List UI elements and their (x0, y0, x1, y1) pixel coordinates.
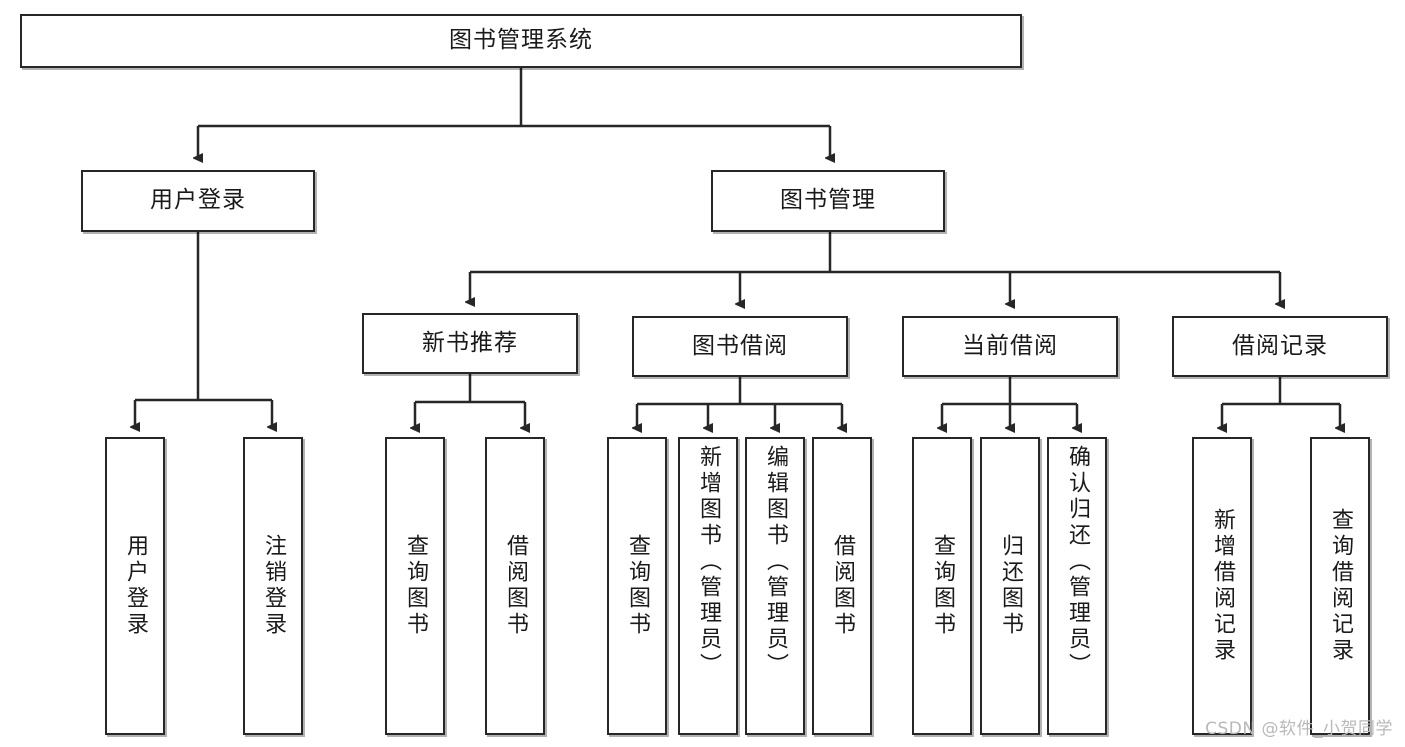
leaf-new-book-borrow-label: 借阅图书 (503, 534, 528, 638)
leaf-current-borrow-confirm[interactable]: 确认归还（管理员） (1047, 437, 1107, 735)
node-current-borrow-label: 当前借阅 (962, 332, 1058, 359)
leaf-new-book-query-label: 查询图书 (403, 534, 428, 638)
leaf-book-borrow-edit[interactable]: 编辑图书（管理员） (745, 437, 805, 735)
leaf-current-borrow-query-label: 查询图书 (930, 534, 955, 638)
leaf-current-borrow-confirm-label: 确认归还（管理员） (1065, 445, 1090, 679)
leaf-user-login-signin-label: 用户登录 (123, 534, 148, 638)
leaf-borrow-record-query-label: 查询借阅记录 (1328, 508, 1353, 664)
leaf-borrow-record-add-label: 新增借阅记录 (1210, 508, 1235, 664)
node-user-login[interactable]: 用户登录 (81, 170, 315, 232)
node-current-borrow[interactable]: 当前借阅 (902, 316, 1118, 377)
leaf-book-borrow-query-label: 查询图书 (625, 534, 650, 638)
leaf-current-borrow-return[interactable]: 归还图书 (980, 437, 1040, 735)
leaf-current-borrow-query[interactable]: 查询图书 (912, 437, 972, 735)
node-borrow-record-label: 借阅记录 (1232, 332, 1328, 359)
node-root-label: 图书管理系统 (449, 27, 593, 54)
node-new-book-recommend-label: 新书推荐 (422, 329, 518, 356)
leaf-user-login-signout[interactable]: 注销登录 (243, 437, 303, 735)
node-new-book-recommend[interactable]: 新书推荐 (362, 313, 578, 374)
node-book-borrow-label: 图书借阅 (692, 332, 788, 359)
node-book-management[interactable]: 图书管理 (711, 170, 945, 232)
leaf-new-book-borrow[interactable]: 借阅图书 (485, 437, 545, 735)
leaf-book-borrow-add[interactable]: 新增图书（管理员） (678, 437, 738, 735)
node-book-borrow[interactable]: 图书借阅 (632, 316, 848, 377)
leaf-borrow-record-add[interactable]: 新增借阅记录 (1192, 437, 1252, 735)
leaf-book-borrow-query[interactable]: 查询图书 (607, 437, 667, 735)
leaf-book-borrow-borrow-label: 借阅图书 (830, 534, 855, 638)
leaf-current-borrow-return-label: 归还图书 (998, 534, 1023, 638)
leaf-borrow-record-query[interactable]: 查询借阅记录 (1310, 437, 1370, 735)
leaf-book-borrow-borrow[interactable]: 借阅图书 (812, 437, 872, 735)
node-borrow-record[interactable]: 借阅记录 (1172, 316, 1388, 377)
leaf-book-borrow-add-label: 新增图书（管理员） (696, 445, 721, 679)
leaf-new-book-query[interactable]: 查询图书 (385, 437, 445, 735)
leaf-user-login-signin[interactable]: 用户登录 (105, 437, 165, 735)
node-root[interactable]: 图书管理系统 (20, 14, 1022, 68)
leaf-user-login-signout-label: 注销登录 (261, 534, 286, 638)
watermark: CSDN @软件_小贺同学 (1205, 719, 1393, 739)
leaf-book-borrow-edit-label: 编辑图书（管理员） (763, 445, 788, 679)
node-book-management-label: 图书管理 (780, 187, 876, 214)
node-user-login-label: 用户登录 (150, 187, 246, 214)
